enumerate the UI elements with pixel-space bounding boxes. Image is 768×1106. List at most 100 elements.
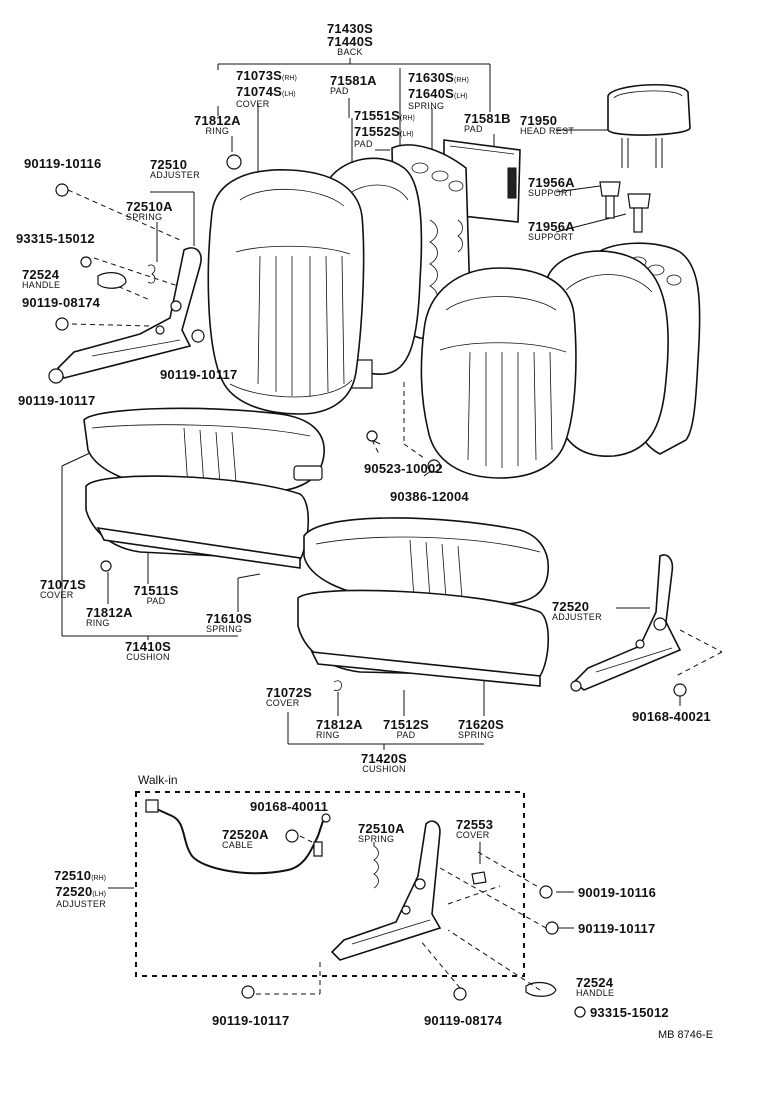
- top-left-adjuster-drawing: [56, 247, 202, 379]
- back-cover-label: 71073S(RH) 71074S(LH) COVER: [236, 68, 297, 109]
- support-drawings: [599, 181, 651, 233]
- support-1-part-no: 71956A: [528, 175, 575, 190]
- top-left-bolts: [48, 154, 441, 473]
- adjuster-top-part-no: 72510: [150, 157, 188, 172]
- cushion-ring-1-name: RING: [86, 618, 110, 628]
- cushion-pad-1-name: PAD: [146, 596, 166, 606]
- cushion-pad-1-part-no: 71511S: [133, 583, 179, 598]
- back-name: BACK: [337, 47, 363, 57]
- walk-in-handle-name: HANDLE: [576, 988, 615, 998]
- walk-in-cable-part-no: 72520A: [222, 827, 269, 842]
- back-pad-center-part-no: 71581A: [330, 73, 377, 88]
- cushion-pad-2-label: 71512S PAD: [376, 718, 436, 740]
- bolt-10117-b-label: 90119-10117: [18, 393, 96, 408]
- cushion-2-part-no: 71420S: [360, 751, 408, 766]
- cushion-cover-2-name: COVER: [266, 698, 300, 708]
- back-pad-center-name: PAD: [330, 86, 349, 96]
- back-pad-side-name: PAD: [354, 139, 373, 149]
- back-spring-part-no-1: 71630S: [408, 70, 455, 85]
- walk-in-adjuster-part-no-1: 72510: [54, 868, 92, 883]
- support-2-part-no: 71956A: [528, 219, 575, 234]
- back-group-leaders: [150, 58, 627, 360]
- cushion-1-name: CUSHION: [126, 652, 170, 662]
- walk-in-handle-label: 72524 HANDLE: [576, 976, 614, 998]
- figure-code: MB 8746-E: [658, 1029, 714, 1041]
- walk-in-cover-part-no: 72553: [456, 817, 494, 832]
- back-pad-rear-part-no: 71581B: [464, 111, 511, 126]
- nut-10002-label: 90523-10002: [364, 461, 443, 476]
- back-cover-part-no-2: 71074S: [236, 84, 283, 99]
- adjuster-top-label: 72510 ADJUSTER: [150, 158, 200, 180]
- back-spring-part-no-2: 71640S: [408, 86, 455, 101]
- walk-in-box: [135, 791, 525, 977]
- cushion-ring-2-part-no: 71812A: [316, 717, 363, 732]
- walk-in-bolt-10116-label: 90019-10116: [578, 885, 657, 900]
- back-pad-rear-label: 71581B PAD: [464, 112, 511, 134]
- adjuster-right-name: ADJUSTER: [552, 612, 602, 622]
- spring-top-part-no: 72510A: [126, 199, 173, 214]
- ring-back-name: RING: [205, 126, 230, 136]
- back-pad-side-side-1: (RH): [400, 115, 415, 122]
- cushion-cover-1-part-no: 71071S: [40, 577, 87, 592]
- walk-in-bolt-10117-label: 90119-10117: [578, 921, 656, 936]
- back-pad-side-part-no-1: 71551S: [354, 108, 401, 123]
- walk-in-spring-name: SPRING: [358, 834, 395, 844]
- cushion-1-label: 71410S CUSHION: [116, 640, 180, 662]
- walk-in-bolt-08174-bottom-label: 90119-08174: [424, 1013, 503, 1028]
- back-part-no-1: 71430S: [326, 21, 374, 36]
- head-rest-name: HEAD REST: [520, 126, 575, 136]
- head-rest-part-no: 71950: [520, 113, 558, 128]
- screw-93315-label: 93315-15012: [16, 231, 95, 246]
- handle-top-part-no: 72524: [22, 267, 60, 282]
- cushion-2-leaders: [287, 680, 485, 750]
- cushion-cover-2-label: 71072S COVER: [266, 686, 312, 708]
- back-part-no-2: 71440S: [326, 34, 374, 49]
- ring-back-part-no: 71812A: [194, 113, 241, 128]
- walk-in-bolt-40011-label: 90168-40011: [250, 799, 329, 814]
- bolt-top-left-label: 90119-10116: [24, 156, 102, 171]
- back-spring-side-1: (RH): [454, 77, 469, 84]
- cushion-spring-1-name: SPRING: [206, 624, 243, 634]
- walk-in-screw-label: 93315-15012: [590, 1005, 669, 1020]
- spring-top-label: 72510A SPRING: [126, 200, 173, 222]
- bolt-40021-label: 90168-40021: [632, 709, 711, 724]
- walk-in-cable-name: CABLE: [222, 840, 254, 850]
- cushion-2-label: 71420S CUSHION: [352, 752, 416, 774]
- support-2-name: SUPPORT: [528, 232, 574, 242]
- cushion-cover-1-name: COVER: [40, 590, 74, 600]
- cushion-pad-2-part-no: 71512S: [382, 717, 430, 732]
- walk-in-adjuster-part-no-2: 72520: [55, 884, 93, 899]
- walk-in-handle-part-no: 72524: [576, 975, 614, 990]
- cushion-cover-2-part-no: 71072S: [266, 685, 313, 700]
- adjuster-right-label: 72520 ADJUSTER: [552, 600, 602, 622]
- ring-back-label: 71812A RING: [194, 114, 241, 136]
- adjuster-right-part-no: 72520: [552, 599, 590, 614]
- back-cover-side-1: (RH): [282, 75, 297, 82]
- walk-in-adjuster-name: ADJUSTER: [56, 899, 106, 909]
- cushion-cover-1-label: 71071S COVER: [40, 578, 86, 600]
- walk-in-cover-name: COVER: [456, 830, 490, 840]
- cushion-2-name: CUSHION: [362, 764, 406, 774]
- walk-in-adjuster-side-1: (RH): [91, 875, 106, 882]
- cushion-pad-2-name: PAD: [396, 730, 416, 740]
- back-pad-side-label: 71551S(RH) 71552S(LH) PAD: [354, 108, 415, 149]
- back-pad-side-side-2: (LH): [400, 131, 414, 138]
- support-1-name: SUPPORT: [528, 188, 574, 198]
- cushion-ring-1-label: 71812A RING: [86, 606, 133, 628]
- back-pad-side-part-no-2: 71552S: [354, 124, 401, 139]
- walk-in-bolt-10117-bottom-label: 90119-10117: [212, 1013, 290, 1028]
- cushion-2-drawing: [297, 517, 550, 691]
- walk-in-title: Walk-in: [138, 773, 178, 787]
- cushion-spring-1-label: 71610S SPRING: [206, 612, 252, 634]
- cushion-spring-2-label: 71620S SPRING: [458, 718, 504, 740]
- cushion-spring-2-part-no: 71620S: [458, 717, 505, 732]
- back-spring-name: SPRING: [408, 101, 445, 111]
- right-seat-back-drawing: [420, 242, 701, 479]
- adjuster-top-name: ADJUSTER: [150, 170, 200, 180]
- back-spring-side-2: (LH): [454, 93, 468, 100]
- head-rest-drawing: [607, 83, 691, 168]
- walk-in-adjuster-side-2: (LH): [92, 891, 106, 898]
- back-cover-drawing: [207, 169, 365, 415]
- cushion-pad-1-label: 71511S PAD: [126, 584, 186, 606]
